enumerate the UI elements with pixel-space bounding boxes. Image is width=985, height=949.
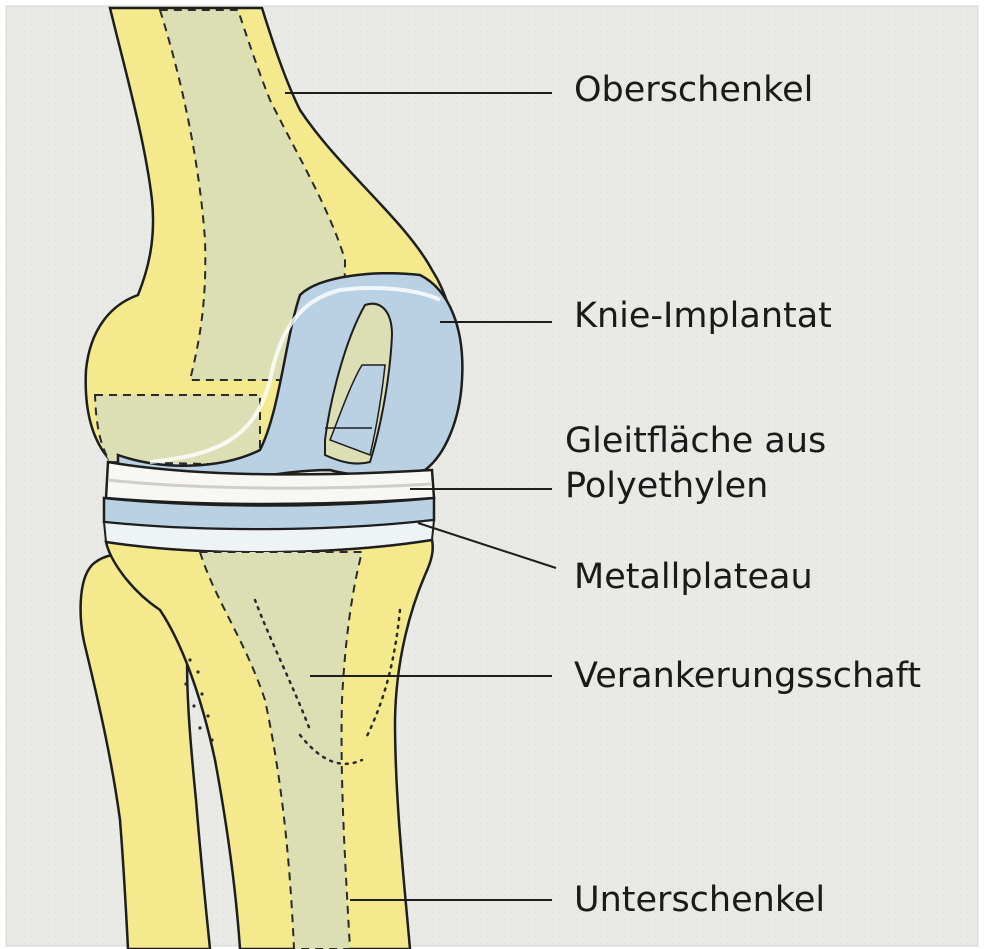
label-implant: Knie-Implantat xyxy=(574,296,832,336)
label-metal-plateau: Metallplateau xyxy=(574,557,813,597)
label-anchoring-stem: Verankerungsschaft xyxy=(574,656,921,696)
label-femur: Oberschenkel xyxy=(574,70,813,110)
label-glide-surface-line2: Polyethylen xyxy=(565,466,768,506)
metal-plateau xyxy=(104,498,434,552)
label-tibia: Unterschenkel xyxy=(574,880,825,920)
label-glide-surface-line1: Gleitfläche aus xyxy=(565,421,826,461)
